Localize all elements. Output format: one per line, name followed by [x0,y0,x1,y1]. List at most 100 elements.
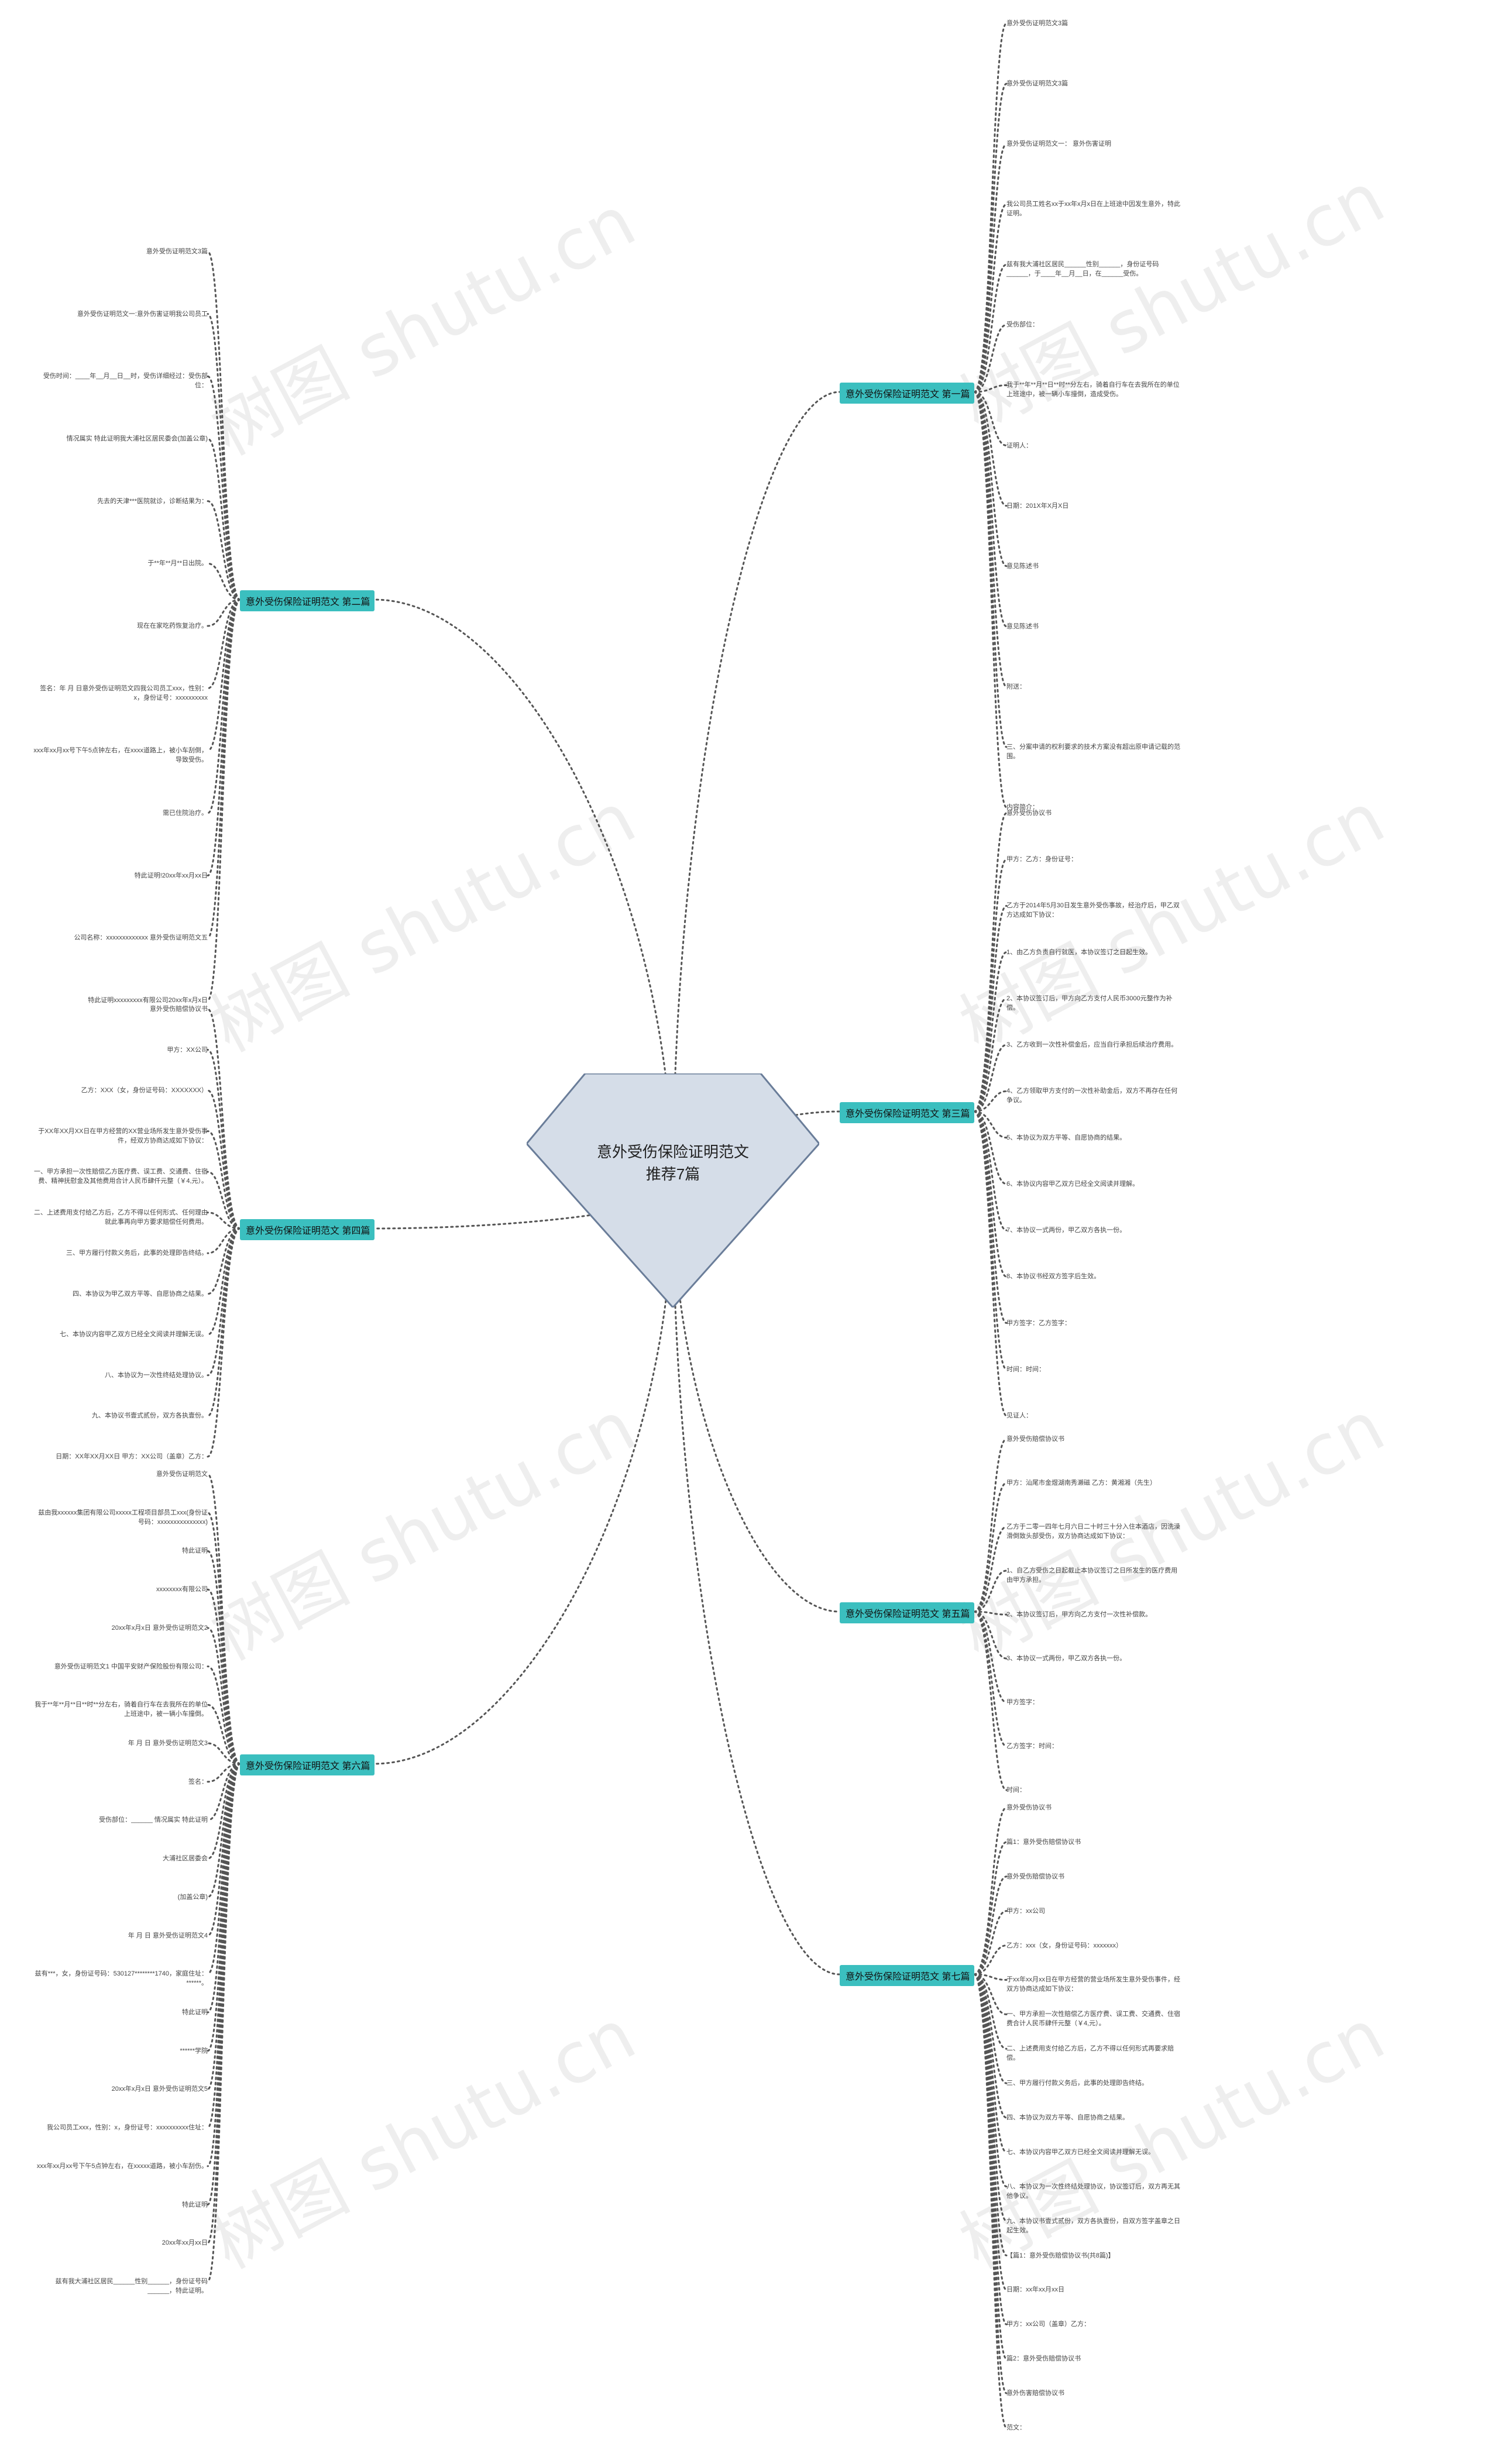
connector-line [973,143,1008,393]
leaf-text: xxx年xx月xx号下午5点钟左右，在xxxx道路上，被小车刮倒，导致受伤。 [33,747,208,764]
connector-line [973,1945,1008,1976]
leaf-text: (加盖公章) [177,1893,208,1901]
connector-line [207,375,241,601]
leaf-text: 乙方于2014年5月30日发生意外受伤事故，经治疗后，甲乙双方达成如下协议： [1006,902,1180,919]
leaf-text: xxxxxxxx有限公司 [156,1586,208,1594]
leaf-text: 我于**年**月**日**时**分左右，骑着自行车在去我所在的单位上班途中，被一… [1006,381,1180,398]
connector-line [973,1090,1008,1113]
leaf-text: 受伤部位： [1006,321,1039,329]
leaf-text: 范文： [1006,2424,1026,2431]
leaf-text: 年 月 日 意外受伤证明范文4 [128,1932,208,1939]
leaf-text: 三、分案申请的权利要求的技术方案没有超出原申请记载的范围。 [1006,743,1180,760]
branch-node[interactable]: 意外受伤保险证明范文 第四篇 [240,1219,374,1240]
leaf-text: 意外受伤证明范文3篇 [1006,80,1068,88]
leaf-text: 我公司员工姓名xx于xx年x月x日在上班途中因发生意外，特此证明。 [1006,201,1180,218]
leaf-text: 于**年**月**日出院。 [147,560,208,567]
leaf-text: 3、本协议一式两份，甲乙双方各执一份。 [1006,1655,1126,1662]
connector-line [973,1973,1008,2119]
connector-line [207,1008,241,1230]
leaf-text: 特此证明xxxxxxxxx有限公司20xx年x月x日 [88,997,208,1004]
connector-line [973,904,1008,1113]
connector-line [207,1227,241,1376]
branch-node[interactable]: 意外受伤保险证明范文 第三篇 [840,1102,974,1123]
connector-line [973,1973,1008,1981]
connector-line [973,384,1008,393]
connector-line [207,598,241,1002]
leaf-text: 意外伤害赔偿协议书 [1006,2390,1064,2397]
leaf-text: ******学院 [180,2047,208,2055]
leaf-text: 见证人： [1006,1412,1032,1419]
connector-line [973,1610,1008,1747]
leaf-text: 篇1：意外受伤赔偿协议书 [1006,1838,1081,1846]
connector-line [207,598,241,877]
leaf-text: 意外受伤证明范文3篇 [146,248,208,255]
connector-line [207,1763,241,2283]
connector-line [973,1526,1008,1613]
leaf-text: 20xx年xx月xx日 [162,2239,208,2247]
leaf-text: 三、甲方履行付款义务后，此事的处理即告终结。 [66,1250,208,1257]
leaf-text: 九、本协议书壹式贰份，双方各执壹份，自双方签字盖章之日起生效。 [1006,2217,1180,2234]
connector-line [973,1841,1008,1976]
leaf-text: 需已住院治疗。 [163,810,208,817]
leaf-text: 时间： [1006,1787,1026,1794]
leaf-text: 1、自乙方受伤之日起截止本协议签订之日所发生的医疗费用由甲方承担。 [1006,1567,1178,1584]
leaf-text: 日期：XX年XX月XX日 甲方：XX公司（盖章）乙方： [56,1453,208,1460]
connector-line [207,438,241,601]
connector-line [207,598,241,690]
branch-node[interactable]: 意外受伤保险证明范文 第五篇 [840,1602,974,1623]
branch-node[interactable]: 意外受伤保险证明范文 第六篇 [240,1754,374,1775]
leaf-text: 附送： [1006,683,1026,690]
leaf-text: 一、甲方承担一次性赔偿乙方医疗费、误工费、交通费、住宿费合计人民币肆仟元整（￥4… [1006,2011,1180,2028]
connector-line [973,1044,1008,1113]
connector-line [207,250,241,601]
connector-line [207,1704,241,1765]
leaf-text: 8、本协议书经双方签字后生效。 [1006,1273,1101,1281]
leaf-text: 签名：年 月 日意外受伤证明范文四我公司员工xxx，性别：x，身份证号：xxxx… [40,684,208,701]
leaf-text: 特此证明 [182,2201,208,2208]
connector-line [973,951,1008,1113]
leaf-text: 意见陈述书 [1006,622,1039,630]
leaf-text: 甲方：汕尾市金煜湖南秀濑磁 乙方：黄湘湘（先生） [1006,1479,1157,1486]
connector-line [207,1130,241,1230]
leaf-text: 兹有我大浦社区居民______性别______，身份证号码______，特此证明… [55,2278,208,2294]
leaf-text: 于xx年xx月xx日在甲方经营的营业场所发生意外受伤事件，经双方协商达成如下协议… [1006,1976,1180,1993]
connector-line [207,1550,241,1765]
connector-line [207,500,241,601]
leaf-text: 20xx年x月x日 意外受伤证明范文2 [111,1624,208,1632]
leaf-text: 二、上述费用支付给乙方后，乙方不得以任何形式、任何理由就此事再向甲方要求赔偿任何… [34,1209,208,1226]
leaf-text: 乙方：xxx（女，身份证号码：xxxxxxx） [1006,1942,1122,1949]
connector-line [973,1110,1008,1139]
connector-line [207,1763,241,1783]
leaf-text: 七、本协议内容甲乙双方已经全文阅读并理解无误。 [60,1331,208,1338]
connector-line [973,1973,1008,2429]
leaf-text: 4、乙方领取甲方支付的一次性补助金后，双方不再存在任何争议。 [1006,1088,1178,1104]
branch-node[interactable]: 意外受伤保险证明范文 第七篇 [840,1965,974,1986]
leaf-text: 兹由我xxxxxx集团有限公司xxxxx工程项目部员工xxx(身份证号码：xxx… [38,1509,208,1526]
connector-line [373,598,674,1192]
leaf-text: 七、本协议内容甲乙双方已经全文阅读并理解无误。 [1006,2148,1155,2156]
leaf-text: 签名： [188,1778,208,1785]
connector-line [207,598,241,752]
leaf-text: 3、乙方收到一次性补偿金后，应当自行承担后续治疗费用。 [1006,1041,1178,1049]
connector-line [672,1189,841,1976]
connector-line [207,1089,241,1230]
leaf-text: 三、甲方履行付款义务后，此事的处理即告终结。 [1006,2080,1148,2087]
connector-line [973,1438,1008,1613]
connector-line [973,324,1008,393]
leaf-text: 意外受伤证明范文3篇 [1006,20,1068,27]
leaf-text: 意外受伤证明范文一： 意外伤害证明 [1006,140,1112,148]
connector-line [207,1763,241,2014]
connector-line [973,1610,1008,1791]
center-node-shape [527,1073,819,1307]
branch-node[interactable]: 意外受伤保险证明范文 第二篇 [240,590,374,611]
connector-line [973,391,1008,808]
connector-line [207,1171,241,1230]
leaf-text: 6、本协议内容甲乙双方已经全文阅读并理解。 [1006,1180,1139,1188]
leaf-text: 意外受伤赔偿协议书 [1006,1873,1064,1880]
leaf-text: xxx年xx月xx号下午5点钟左右，在xxxxx道路，被小车刮伤。 [36,2162,208,2170]
leaf-text: 公司名称：xxxxxxxxxxxxx 意外受伤证明范文五 [74,934,208,942]
branch-node[interactable]: 意外受伤保险证明范文 第一篇 [840,383,974,404]
leaf-text: 意见陈述书 [1006,562,1039,570]
